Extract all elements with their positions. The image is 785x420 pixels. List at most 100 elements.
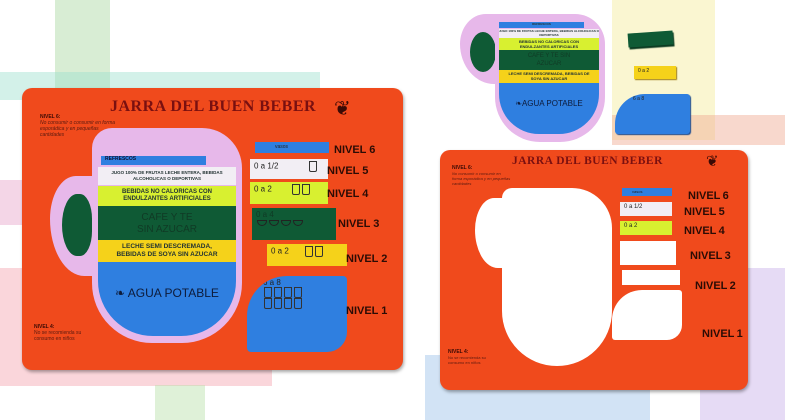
level4-strip: 0 a 2 bbox=[620, 221, 672, 235]
glass-icon bbox=[302, 184, 311, 195]
band-agua: ❧ AGUA POTABLE bbox=[98, 262, 236, 336]
cup-icon bbox=[257, 220, 267, 226]
jug-fill: REFRESCOS JUGO 100% DE FRUTAS LECHE ENTE… bbox=[98, 156, 236, 336]
leaf-icon: ❧ bbox=[515, 99, 522, 108]
band-agua-label: AGUA POTABLE bbox=[521, 99, 583, 108]
glass-icon bbox=[274, 298, 282, 309]
level-label: NIVEL 6 bbox=[334, 144, 375, 156]
level-word: NIVEL bbox=[346, 305, 379, 317]
note-level4: NIVEL 4:No se recomienda su consumo en n… bbox=[34, 324, 90, 342]
glass-icon bbox=[284, 298, 292, 309]
band-refrescos: REFRESCOS bbox=[101, 156, 206, 165]
leaf-icon: ❧ bbox=[115, 286, 126, 300]
level3-strip: 0 a 4 bbox=[252, 208, 336, 240]
loose-jug: REFRESCOS JUGO 100% DE FRUTAS LECHE ENTE… bbox=[495, 14, 605, 142]
level4-strip: 0 a 2 bbox=[250, 182, 328, 204]
level-word: NIVEL bbox=[346, 253, 379, 265]
band-leche: LECHE SEMI DESCREMADA, BEBIDAS DE SOYA S… bbox=[98, 240, 236, 262]
glass-icon bbox=[264, 287, 272, 298]
cup-icon bbox=[269, 220, 279, 226]
glass-icon bbox=[284, 287, 292, 298]
note-text: No consumir o consumir en forma esporádi… bbox=[452, 171, 511, 186]
level-number: 2 bbox=[729, 280, 736, 292]
jug-handle-hole bbox=[470, 32, 496, 72]
band-leche: LECHE SEMI DESCREMADA, BEBIDAS DE SOYA S… bbox=[499, 70, 599, 83]
bg-block bbox=[155, 385, 205, 420]
level-number: 6 bbox=[722, 190, 729, 202]
band-no-caloricas: BEBIDAS NO CALORICAS CON ENDULZANTES ART… bbox=[499, 38, 599, 50]
band-agua: ❧AGUA POTABLE bbox=[499, 83, 599, 134]
level-label: NIVEL 5 bbox=[327, 165, 368, 177]
cup-icon bbox=[281, 220, 291, 226]
bg-block bbox=[0, 180, 22, 225]
note-level4: NIVEL 4:No se recomienda su consumo en n… bbox=[448, 349, 498, 366]
level-word: NIVEL bbox=[327, 165, 360, 177]
jug-body: REFRESCOS JUGO 100% DE FRUTAS LECHE ENTE… bbox=[92, 128, 242, 343]
level-label: NIVEL 2 bbox=[346, 253, 387, 265]
level-label: NIVEL 6 bbox=[688, 190, 729, 202]
band-no-caloricas: BEBIDAS NO CALORICAS CON ENDULZANTES ART… bbox=[98, 186, 236, 206]
level5-strip: 0 a 1/2 bbox=[250, 159, 328, 179]
note-heading: NIVEL 6: bbox=[452, 165, 473, 171]
level-number: 5 bbox=[362, 165, 369, 177]
note-heading: NIVEL 6: bbox=[40, 114, 61, 120]
level2-strip: 0 a 2 bbox=[267, 244, 347, 266]
band-cafe: CAFE Y TE SIN AZUCAR bbox=[98, 206, 236, 240]
level-word: NIVEL bbox=[702, 328, 735, 340]
board-title: JARRA DEL BUEN BEBER bbox=[512, 155, 663, 167]
portion-text: 0 a 1/2 bbox=[254, 161, 279, 171]
level6-strip: vasos bbox=[622, 188, 672, 196]
glass-icon bbox=[294, 298, 302, 309]
level-number: 3 bbox=[373, 218, 380, 230]
portion-text: 6 a 8 bbox=[263, 278, 281, 287]
level-label: NIVEL 1 bbox=[702, 328, 743, 340]
glass-icon bbox=[308, 161, 317, 172]
band-jugo: JUGO 100% DE FRUTAS LECHE ENTERA, BEBIDA… bbox=[499, 29, 599, 38]
level6-strip: vasos bbox=[255, 142, 329, 153]
level-label: NIVEL 2 bbox=[695, 280, 736, 292]
level-word: NIVEL bbox=[695, 280, 728, 292]
ornament-icon: ❦ bbox=[334, 98, 351, 120]
note-heading: NIVEL 4: bbox=[448, 349, 469, 355]
cutout-level3 bbox=[620, 241, 676, 265]
level-label: NIVEL 1 bbox=[346, 305, 387, 317]
note-text: No se recomienda su consumo en niños bbox=[448, 355, 486, 365]
band-cafe: CAFE Y TE SIN AZUCAR bbox=[499, 50, 599, 70]
level-word: NIVEL bbox=[684, 225, 717, 237]
note-level6: NIVEL 6:No consumir o consumir en forma … bbox=[452, 165, 512, 187]
note-heading: NIVEL 4: bbox=[34, 324, 55, 330]
level-label: NIVEL 4 bbox=[684, 225, 725, 237]
jug-handle-hole bbox=[62, 194, 92, 256]
level5-strip: 0 a 1/2 bbox=[620, 202, 672, 216]
level-word: NIVEL bbox=[334, 144, 367, 156]
level-number: 5 bbox=[718, 206, 725, 218]
board-title: JARRA DEL BUEN BEBER bbox=[110, 98, 317, 115]
level-label: NIVEL 5 bbox=[684, 206, 725, 218]
level-word: NIVEL bbox=[688, 190, 721, 202]
glass-icon bbox=[292, 184, 301, 195]
note-text: No consumir o consumir en forma esporádi… bbox=[40, 120, 116, 138]
glass-icon bbox=[305, 246, 314, 257]
level-word: NIVEL bbox=[338, 218, 371, 230]
level1-strip: 6 a 8 bbox=[247, 276, 347, 352]
glass-icon bbox=[315, 246, 324, 257]
level-number: 1 bbox=[736, 328, 743, 340]
cup-icon bbox=[293, 220, 303, 226]
note-text: No se recomienda su consumo en niños bbox=[34, 330, 82, 342]
glass-icon bbox=[274, 287, 282, 298]
level-label: NIVEL 3 bbox=[338, 218, 379, 230]
cutout-level1 bbox=[612, 290, 682, 340]
level-word: NIVEL bbox=[327, 188, 360, 200]
cutout-jug bbox=[502, 188, 612, 366]
level-word: NIVEL bbox=[690, 250, 723, 262]
level-number: 6 bbox=[369, 144, 376, 156]
glass-icon bbox=[294, 287, 302, 298]
level-number: 4 bbox=[718, 225, 725, 237]
level-word: NIVEL bbox=[684, 206, 717, 218]
portion-text: 0 a 2 bbox=[271, 246, 289, 256]
loose-jug-fill: REFRESCOS JUGO 100% DE FRUTAS LECHE ENTE… bbox=[499, 22, 599, 134]
note-level6: NIVEL 6:No consumir o consumir en forma … bbox=[40, 114, 122, 138]
loose-piece-level2[interactable]: 0 a 2 bbox=[634, 66, 676, 79]
level-number: 2 bbox=[381, 253, 388, 265]
loose-piece-level1[interactable]: 6 a 8 bbox=[615, 94, 690, 134]
